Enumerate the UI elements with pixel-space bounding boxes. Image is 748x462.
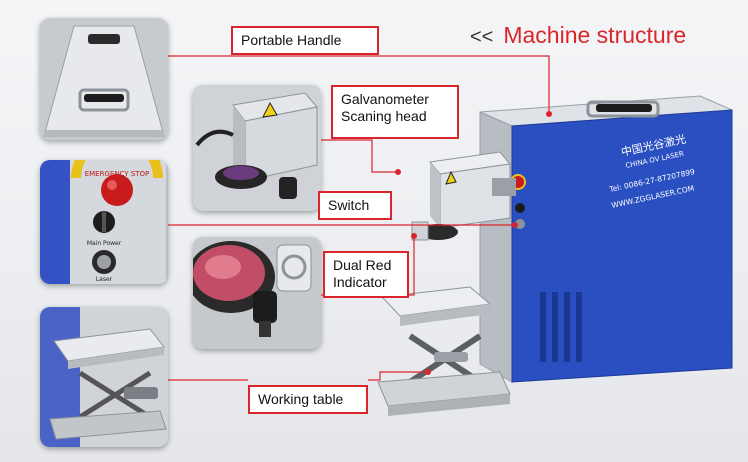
label-portable-handle: Portable Handle bbox=[231, 26, 379, 55]
switch-panel-image: EMERGENCY STOP Main Power Laser bbox=[40, 160, 168, 284]
thumb-switch-panel: EMERGENCY STOP Main Power Laser bbox=[40, 160, 168, 284]
thumb-galvanometer bbox=[193, 85, 321, 211]
thumb-portable-handle bbox=[40, 18, 168, 140]
diagram-title: << Machine structure bbox=[470, 22, 686, 49]
label-working-table: Working table bbox=[248, 385, 368, 414]
chevron-left-icon: << bbox=[470, 26, 494, 48]
label-switch: Switch bbox=[318, 191, 392, 220]
label-galvanometer: Galvanometer Scaning head bbox=[331, 85, 459, 139]
title-text: Machine structure bbox=[503, 22, 687, 48]
thumb-working-table bbox=[40, 307, 168, 447]
main-power-text: Main Power bbox=[87, 240, 122, 247]
thumb-dual-red bbox=[193, 237, 321, 349]
dual-red-image bbox=[193, 237, 321, 349]
galvanometer-image bbox=[193, 85, 321, 211]
handle-top-image bbox=[40, 18, 168, 140]
label-dual-red: Dual Red Indicator bbox=[323, 251, 409, 298]
working-table-image bbox=[40, 307, 168, 447]
laser-text: Laser bbox=[96, 276, 113, 283]
